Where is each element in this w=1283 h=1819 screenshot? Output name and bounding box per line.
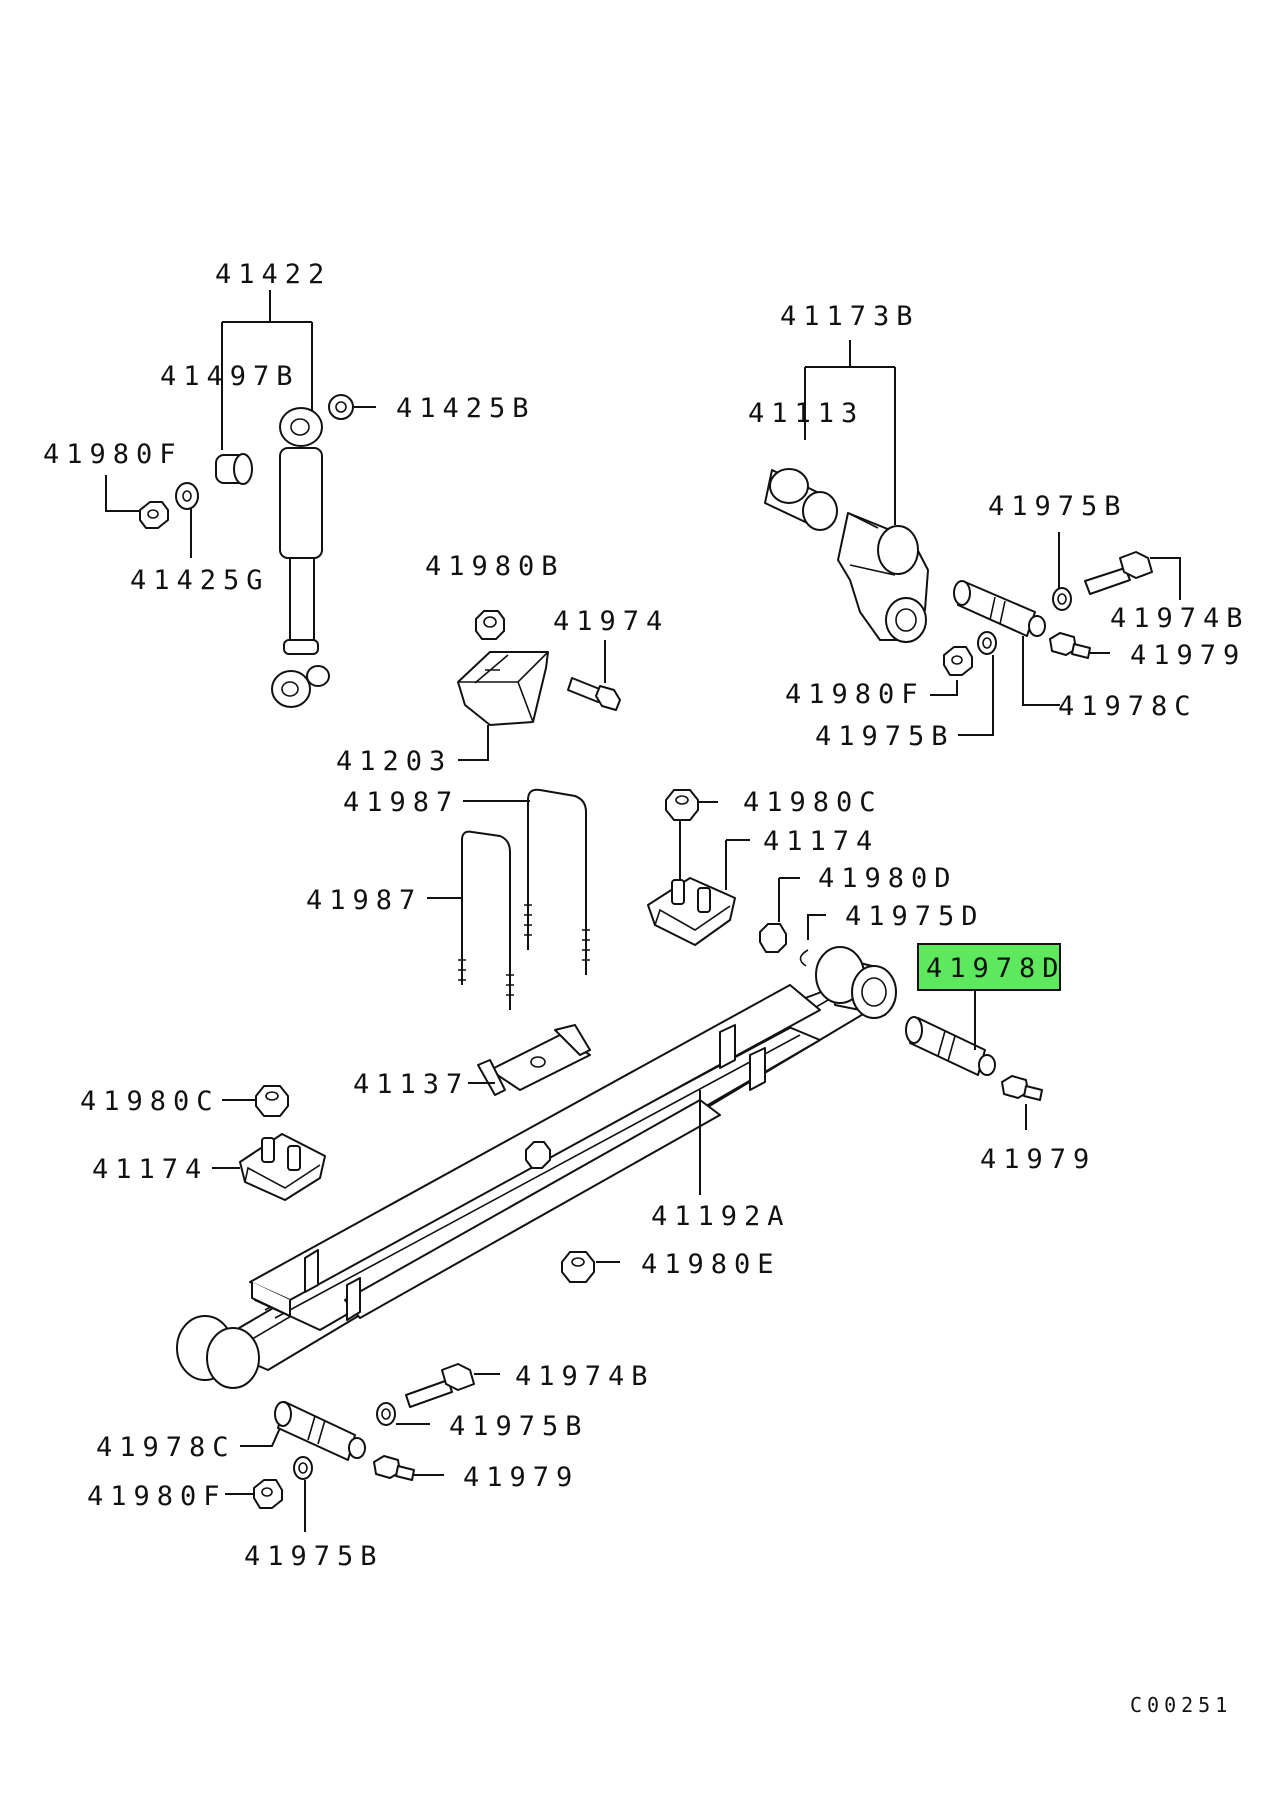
bolt-41974B-upper-part[interactable] (1084, 551, 1153, 595)
label-41975D[interactable]: 41975D (845, 901, 985, 932)
leaf-spring-41192A-part[interactable] (176, 946, 897, 1389)
label-41980D[interactable]: 41980D (818, 863, 958, 894)
label-41980F-c[interactable]: 41980F (87, 1481, 227, 1512)
label-41987-a[interactable]: 41987 (343, 787, 459, 818)
bolt-41974-part[interactable] (567, 677, 621, 711)
pad-41174-upper-part[interactable] (647, 877, 736, 946)
label-41980F-b[interactable]: 41980F (785, 679, 925, 710)
shackle-41173B-part[interactable] (837, 512, 929, 643)
clip-41975D-part[interactable] (799, 949, 809, 967)
shock-absorber-group (105, 290, 376, 708)
grease-nipple-41979-rear-part[interactable] (373, 1455, 415, 1481)
washer-41975B-upper-part[interactable] (1052, 587, 1072, 611)
nut-41980F-upper-part[interactable] (943, 646, 973, 676)
label-41980B[interactable]: 41980B (425, 551, 565, 582)
nut-41980D-part[interactable] (759, 923, 787, 953)
label-41975B-d[interactable]: 41975B (244, 1541, 384, 1572)
bump-stop-group (457, 610, 621, 761)
rear-hardware-group (225, 1363, 500, 1532)
u-bolts-group (427, 788, 590, 1010)
label-41979-b[interactable]: 41979 (980, 1144, 1096, 1175)
label-41975B-b[interactable]: 41975B (815, 721, 955, 752)
bolt-41974B-lower-part[interactable] (405, 1363, 475, 1408)
label-41974B-a[interactable]: 41974B (1110, 603, 1250, 634)
label-41979-a[interactable]: 41979 (1130, 640, 1246, 671)
washer-41975B-lower-part[interactable] (977, 631, 997, 655)
pin-41978C-lower-part[interactable] (274, 1401, 366, 1461)
label-41987-b[interactable]: 41987 (306, 885, 422, 916)
label-41974B-b[interactable]: 41974B (515, 1361, 655, 1392)
pin-41978C-upper-part[interactable] (953, 580, 1046, 637)
u-bolt-41987-upper-part[interactable] (524, 788, 590, 975)
label-41980C-a[interactable]: 41980C (743, 787, 883, 818)
label-41422[interactable]: 41422 (215, 259, 331, 290)
nut-41980C-upper-part[interactable] (665, 789, 699, 821)
pad-41174-lower-part[interactable] (239, 1133, 326, 1201)
pin-41978D-part[interactable] (905, 1016, 996, 1076)
label-41980E[interactable]: 41980E (641, 1249, 781, 1280)
label-41974[interactable]: 41974 (553, 606, 669, 637)
nut-41980F-rear-part[interactable] (253, 1479, 283, 1509)
shock-absorber-part[interactable] (271, 407, 330, 708)
label-41174-b[interactable]: 41174 (92, 1154, 208, 1185)
label-41978C-a[interactable]: 41978C (1058, 691, 1198, 722)
nut-41980F-part[interactable] (139, 501, 169, 529)
label-41497B[interactable]: 41497B (160, 361, 300, 392)
nut-41980E-part[interactable] (561, 1251, 595, 1283)
label-41980F-a[interactable]: 41980F (43, 439, 183, 470)
diagram-code: C00251 (1130, 1693, 1232, 1717)
label-41174-a[interactable]: 41174 (763, 826, 879, 857)
label-41137[interactable]: 41137 (353, 1069, 469, 1100)
label-41192A[interactable]: 41192A (651, 1201, 791, 1232)
hanger-group (764, 340, 1181, 736)
label-41978D[interactable]: 41978D (926, 953, 1066, 984)
label-41173B[interactable]: 41173B (780, 301, 920, 332)
highlight-41978D-box (917, 943, 1061, 991)
label-41113[interactable]: 41113 (748, 398, 864, 429)
label-41980C-b[interactable]: 41980C (80, 1086, 220, 1117)
label-41425G[interactable]: 41425G (130, 565, 270, 596)
label-41978C-b[interactable]: 41978C (96, 1432, 236, 1463)
grease-nipple-41979-upper-part[interactable] (1049, 632, 1091, 659)
bushing-41113-part[interactable] (764, 468, 838, 531)
label-41975B-a[interactable]: 41975B (988, 491, 1128, 522)
washer-41975B-rear-lower-part[interactable] (293, 1456, 313, 1480)
bushing-41497B-part[interactable] (215, 453, 253, 485)
nut-41980B-part[interactable] (475, 610, 505, 640)
stopper-41203-part[interactable] (457, 651, 549, 726)
grease-nipple-41979-front-part[interactable] (1001, 1075, 1043, 1101)
label-41979-c[interactable]: 41979 (463, 1462, 579, 1493)
plate-41137-part[interactable] (477, 1024, 591, 1096)
washer-41975B-rear-upper-part[interactable] (376, 1402, 396, 1426)
label-41425B[interactable]: 41425B (396, 393, 536, 424)
u-bolt-41987-lower-part[interactable] (458, 830, 514, 1010)
label-41975B-c[interactable]: 41975B (449, 1411, 589, 1442)
pad-upper-group (647, 789, 826, 967)
pad-lower-group (212, 1085, 326, 1201)
nut-41425B-part[interactable] (328, 394, 354, 420)
label-41203[interactable]: 41203 (336, 746, 452, 777)
nut-41980C-lower-part[interactable] (255, 1085, 289, 1117)
washer-41425G-part[interactable] (175, 482, 199, 510)
